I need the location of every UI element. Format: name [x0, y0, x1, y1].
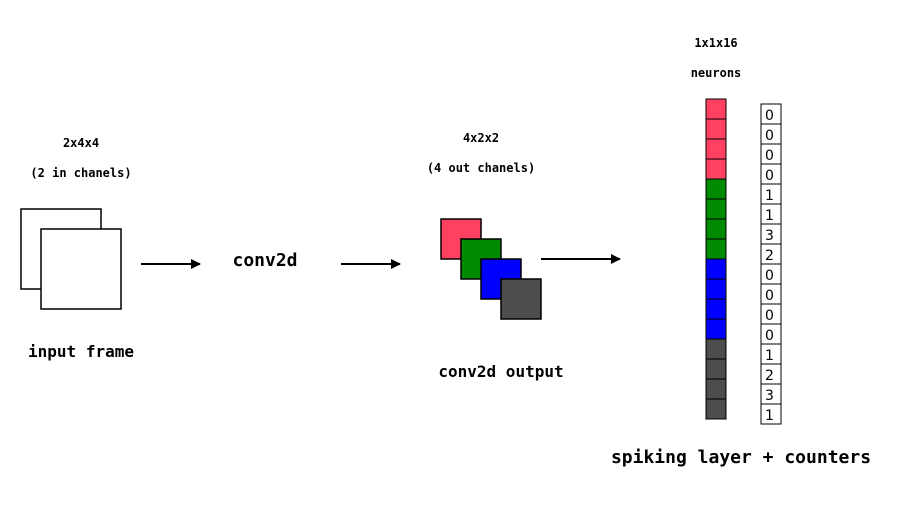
counter-value: 3: [765, 388, 774, 404]
counter-value: 0: [765, 108, 774, 124]
neuron-cell: [705, 198, 727, 220]
neuron-cell: [705, 178, 727, 200]
neuron-cell: [705, 278, 727, 300]
neuron-cell: [705, 378, 727, 400]
counter-value: 1: [765, 348, 774, 364]
counter-value: 0: [765, 288, 774, 304]
input-channels-label: (2 in chanels): [30, 166, 131, 180]
counter-value: 2: [765, 248, 774, 264]
counter-value: 1: [765, 408, 774, 424]
neuron-cell: [705, 218, 727, 240]
neuron-cell: [705, 398, 727, 420]
counter-value: 1: [765, 208, 774, 224]
input-channel-2: [40, 228, 122, 310]
counter-cell: [760, 403, 782, 425]
counter-column: 0 0 0 0 1 1 3 2 0 0 0 0 1 2 3 1: [760, 103, 782, 425]
output-channel-4: [500, 278, 542, 320]
counter-value: 0: [765, 148, 774, 164]
neuron-column: [705, 98, 727, 420]
counter-value: 0: [765, 128, 774, 144]
neuron-cell: [705, 158, 727, 180]
output-channels-label: (4 out chanels): [427, 161, 535, 175]
neuron-cell: [705, 298, 727, 320]
output-shape-label: 4x2x2: [463, 131, 499, 145]
counter-value: 1: [765, 188, 774, 204]
output-label: conv2d output: [438, 362, 563, 381]
counter-value: 2: [765, 368, 774, 384]
spiking-neurons-label: neurons: [691, 66, 742, 80]
neuron-cell: [705, 118, 727, 140]
spiking-layer-label: spiking layer + counters: [611, 447, 871, 468]
counter-value: 0: [765, 268, 774, 284]
counter-value: 0: [765, 328, 774, 344]
neuron-cell: [705, 238, 727, 260]
neuron-cell: [705, 138, 727, 160]
neuron-cell: [705, 358, 727, 380]
counter-value: 3: [765, 228, 774, 244]
counter-value: 0: [765, 308, 774, 324]
input-shape-label: 2x4x4: [63, 136, 99, 150]
neuron-cell: [705, 98, 727, 120]
conv2d-label: conv2d: [232, 250, 297, 271]
neuron-cell: [705, 318, 727, 340]
neuron-cell: [705, 258, 727, 280]
spiking-shape-label: 1x1x16: [694, 36, 737, 50]
neuron-cell: [705, 338, 727, 360]
input-frame-label: input frame: [28, 342, 134, 361]
counter-value: 0: [765, 168, 774, 184]
